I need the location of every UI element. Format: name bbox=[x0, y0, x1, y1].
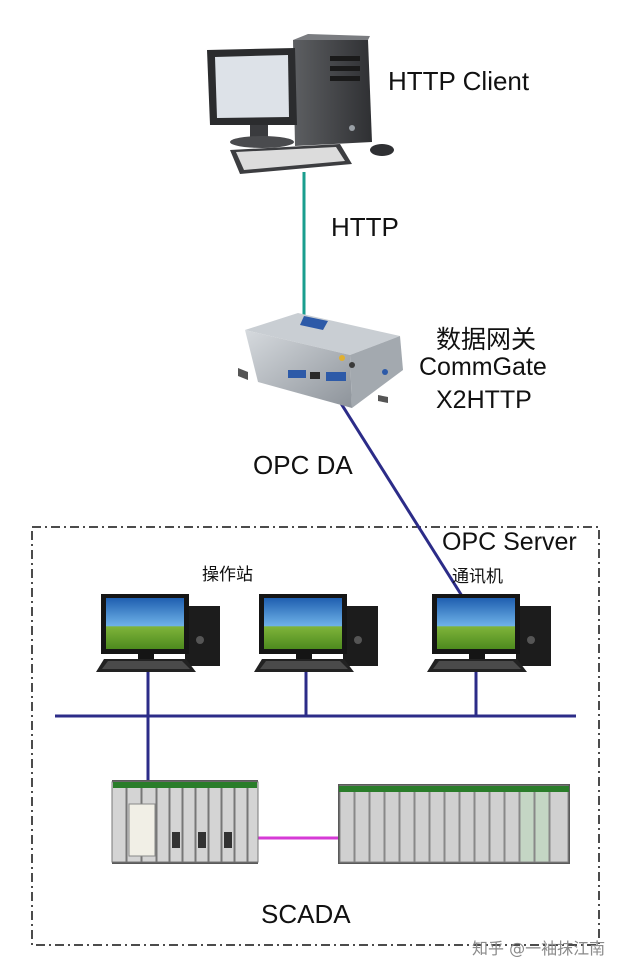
gateway-device-icon bbox=[238, 313, 403, 408]
gateway-title-label: 数据网关 bbox=[436, 326, 537, 354]
http-link-label: HTTP bbox=[331, 212, 399, 242]
comm-machine-computer-icon bbox=[427, 594, 551, 672]
scada-label: SCADA bbox=[261, 899, 351, 929]
operator-station-label: 操作站 bbox=[202, 565, 253, 585]
comm-machine-label: 通讯机 bbox=[452, 567, 503, 587]
operator-station-computer-icon bbox=[96, 594, 220, 672]
scada-boundary bbox=[31, 526, 600, 946]
plc-rack-1-icon bbox=[111, 780, 259, 864]
opc-server-label: OPC Server bbox=[442, 528, 577, 556]
opc-da-label: OPC DA bbox=[253, 450, 353, 480]
http-client-label: HTTP Client bbox=[388, 66, 530, 96]
watermark-text: 知乎 @一袖抹江南 bbox=[472, 939, 606, 958]
gateway-model-label: X2HTTP bbox=[436, 386, 532, 414]
http-client-computer-icon bbox=[207, 34, 394, 174]
plc-rack-2-icon bbox=[338, 784, 570, 864]
gateway-name-label: CommGate bbox=[419, 353, 547, 381]
workstation-computer-icon bbox=[254, 594, 378, 672]
opc-da-link bbox=[318, 369, 464, 597]
